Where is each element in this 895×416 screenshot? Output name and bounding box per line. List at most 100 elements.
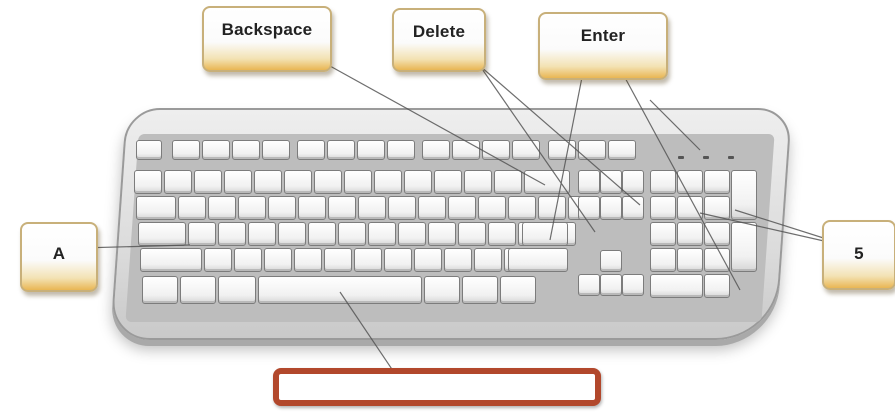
- letter-key: [388, 196, 416, 220]
- numpad-key: [677, 222, 703, 246]
- letter-key: [254, 170, 282, 194]
- function-key: [482, 140, 510, 160]
- function-key: [422, 140, 450, 160]
- space-answer-box[interactable]: [273, 368, 601, 406]
- five-label-key: 5: [822, 220, 895, 290]
- esc-key: [136, 140, 162, 160]
- windows-key: [180, 276, 216, 304]
- numpad-key: [731, 222, 757, 272]
- numpad-key: [650, 248, 676, 272]
- numpad-key: [650, 196, 676, 220]
- letter-key: [398, 222, 426, 246]
- letter-key: [178, 196, 206, 220]
- backspace-label-key: Backspace: [202, 6, 332, 72]
- letter-key: [314, 170, 342, 194]
- numpad-key: [704, 170, 730, 194]
- numpad-zero-key: [650, 274, 703, 298]
- letter-key: [264, 248, 292, 272]
- numpad-key: [704, 196, 730, 220]
- letter-key: [458, 222, 486, 246]
- arrow-down-key: [600, 274, 622, 296]
- function-key: [357, 140, 385, 160]
- enter-key: [522, 222, 568, 246]
- a-label-key: A: [20, 222, 98, 292]
- letter-key: [208, 196, 236, 220]
- letter-key: [338, 222, 366, 246]
- letter-key: [448, 196, 476, 220]
- numpad-key: [650, 222, 676, 246]
- ctrl-key: [142, 276, 178, 304]
- enter-label: Enter: [581, 26, 625, 46]
- function-key: [232, 140, 260, 160]
- system-key: [548, 140, 576, 160]
- function-key: [297, 140, 325, 160]
- system-key: [608, 140, 636, 160]
- five-label: 5: [854, 244, 864, 264]
- letter-key: [234, 248, 262, 272]
- navigation-key: [600, 170, 622, 194]
- navigation-key: [578, 170, 600, 194]
- letter-key: [218, 222, 246, 246]
- letter-key: [324, 248, 352, 272]
- function-key: [172, 140, 200, 160]
- delete-label: Delete: [413, 22, 465, 42]
- letter-key: [308, 222, 336, 246]
- navigation-key: [578, 196, 600, 220]
- numpad-key: [677, 196, 703, 220]
- arrow-up-key: [600, 250, 622, 272]
- navigation-key: [600, 196, 622, 220]
- numpad-key: [731, 170, 757, 220]
- letter-key: [278, 222, 306, 246]
- indicator-light: [728, 156, 734, 159]
- backspace-label: Backspace: [222, 20, 313, 40]
- numpad-dot-key: [704, 274, 730, 298]
- letter-key: [238, 196, 266, 220]
- system-key: [578, 140, 606, 160]
- numpad-key: [650, 170, 676, 194]
- function-key: [387, 140, 415, 160]
- letter-key: [298, 196, 326, 220]
- letter-key: [268, 196, 296, 220]
- letter-key: [224, 170, 252, 194]
- letter-key: [404, 170, 432, 194]
- letter-key: [164, 170, 192, 194]
- letter-key: [384, 248, 412, 272]
- letter-key: [358, 196, 386, 220]
- navigation-key: [622, 196, 644, 220]
- a-label: A: [53, 244, 65, 264]
- letter-key: [464, 170, 492, 194]
- letter-key: [428, 222, 456, 246]
- numpad-key: [704, 248, 730, 272]
- letter-key: [474, 248, 502, 272]
- letter-key: [328, 196, 356, 220]
- letter-key: [248, 222, 276, 246]
- letter-key: [434, 170, 462, 194]
- function-key: [452, 140, 480, 160]
- letter-key: [524, 170, 570, 194]
- letter-key: [488, 222, 516, 246]
- shift-key: [140, 248, 202, 272]
- letter-key: [444, 248, 472, 272]
- alt-gr-key: [424, 276, 460, 304]
- letter-key: [188, 222, 216, 246]
- letter-key: [374, 170, 402, 194]
- delete-label-key: Delete: [392, 8, 486, 72]
- arrow-left-key: [578, 274, 600, 296]
- space-key: [258, 276, 422, 304]
- navigation-key: [622, 170, 644, 194]
- letter-key: [354, 248, 382, 272]
- letter-key: [478, 196, 506, 220]
- letter-key: [134, 170, 162, 194]
- function-key: [512, 140, 540, 160]
- letter-key: [294, 248, 322, 272]
- letter-key: [508, 196, 536, 220]
- arrow-right-key: [622, 274, 644, 296]
- function-key: [202, 140, 230, 160]
- letter-key: [368, 222, 396, 246]
- numpad-key: [677, 248, 703, 272]
- letter-key: [418, 196, 446, 220]
- alt-key: [218, 276, 256, 304]
- letter-key: [204, 248, 232, 272]
- tab-key: [136, 196, 176, 220]
